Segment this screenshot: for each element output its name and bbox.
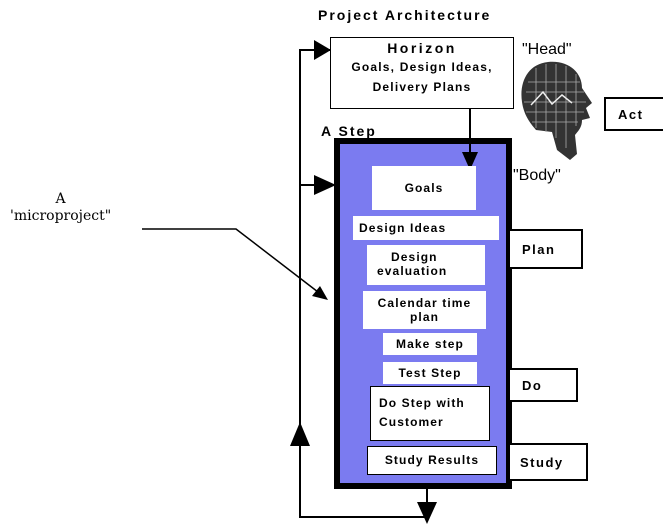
study-results-box: Study Results — [367, 446, 497, 475]
do-step-line-2: Customer — [379, 415, 444, 429]
plan-label: Plan — [522, 241, 556, 257]
step-title: A Step — [321, 123, 377, 139]
study-box: Study — [508, 443, 588, 481]
do-label: Do — [522, 377, 543, 393]
design-ideas-box: Design Ideas — [353, 216, 499, 240]
act-label: Act — [618, 106, 644, 122]
do-step-line-1: Do Step with — [379, 396, 465, 410]
calendar-line-2: plan — [409, 310, 440, 324]
horizon-line-2: Delivery Plans — [372, 80, 472, 94]
microproject-line-2: 'microproject" — [10, 208, 112, 224]
horizon-heading: Horizon — [387, 40, 457, 56]
goals-label: Goals — [404, 181, 444, 195]
head-label: "Head" — [522, 41, 572, 58]
human-head-profile-icon — [521, 61, 592, 160]
make-step-label: Make step — [396, 337, 464, 351]
design-eval-line-1: Design — [391, 250, 438, 264]
horizon-line-1: Goals, Design Ideas, — [351, 60, 493, 74]
microproject-line-1: A — [55, 191, 66, 207]
plan-box: Plan — [508, 229, 583, 269]
do-step-box: Do Step with Customer — [370, 386, 490, 441]
diagram-title: Project Architecture — [318, 7, 492, 23]
arrow-into-step-head — [314, 175, 336, 195]
microproject-pointer-head — [312, 286, 328, 300]
arrow-up-feedback — [290, 422, 310, 446]
study-results-label: Study Results — [384, 453, 480, 467]
goals-box: Goals — [372, 166, 476, 210]
act-box: Act — [604, 97, 663, 131]
body-label: "Body" — [513, 167, 561, 184]
calendar-line-1: Calendar time — [377, 296, 472, 310]
do-box: Do — [508, 368, 578, 402]
design-ideas-label: Design Ideas — [359, 221, 447, 235]
horizon-to-goals-head — [462, 152, 478, 170]
horizon-box: Horizon Goals, Design Ideas, Delivery Pl… — [330, 37, 514, 109]
design-eval-line-2: evaluation — [377, 264, 448, 278]
test-step-label: Test Step — [398, 366, 462, 380]
study-label: Study — [520, 454, 564, 470]
microproject-label: A 'microproject" — [10, 191, 111, 225]
make-step-box: Make step — [383, 333, 477, 355]
test-step-box: Test Step — [383, 362, 477, 384]
calendar-plan-box: Calendar time plan — [363, 291, 486, 329]
microproject-pointer — [142, 228, 319, 293]
arrow-down-out — [417, 502, 437, 524]
design-evaluation-box: Design evaluation — [367, 245, 485, 285]
arrow-into-horizon — [314, 40, 331, 60]
